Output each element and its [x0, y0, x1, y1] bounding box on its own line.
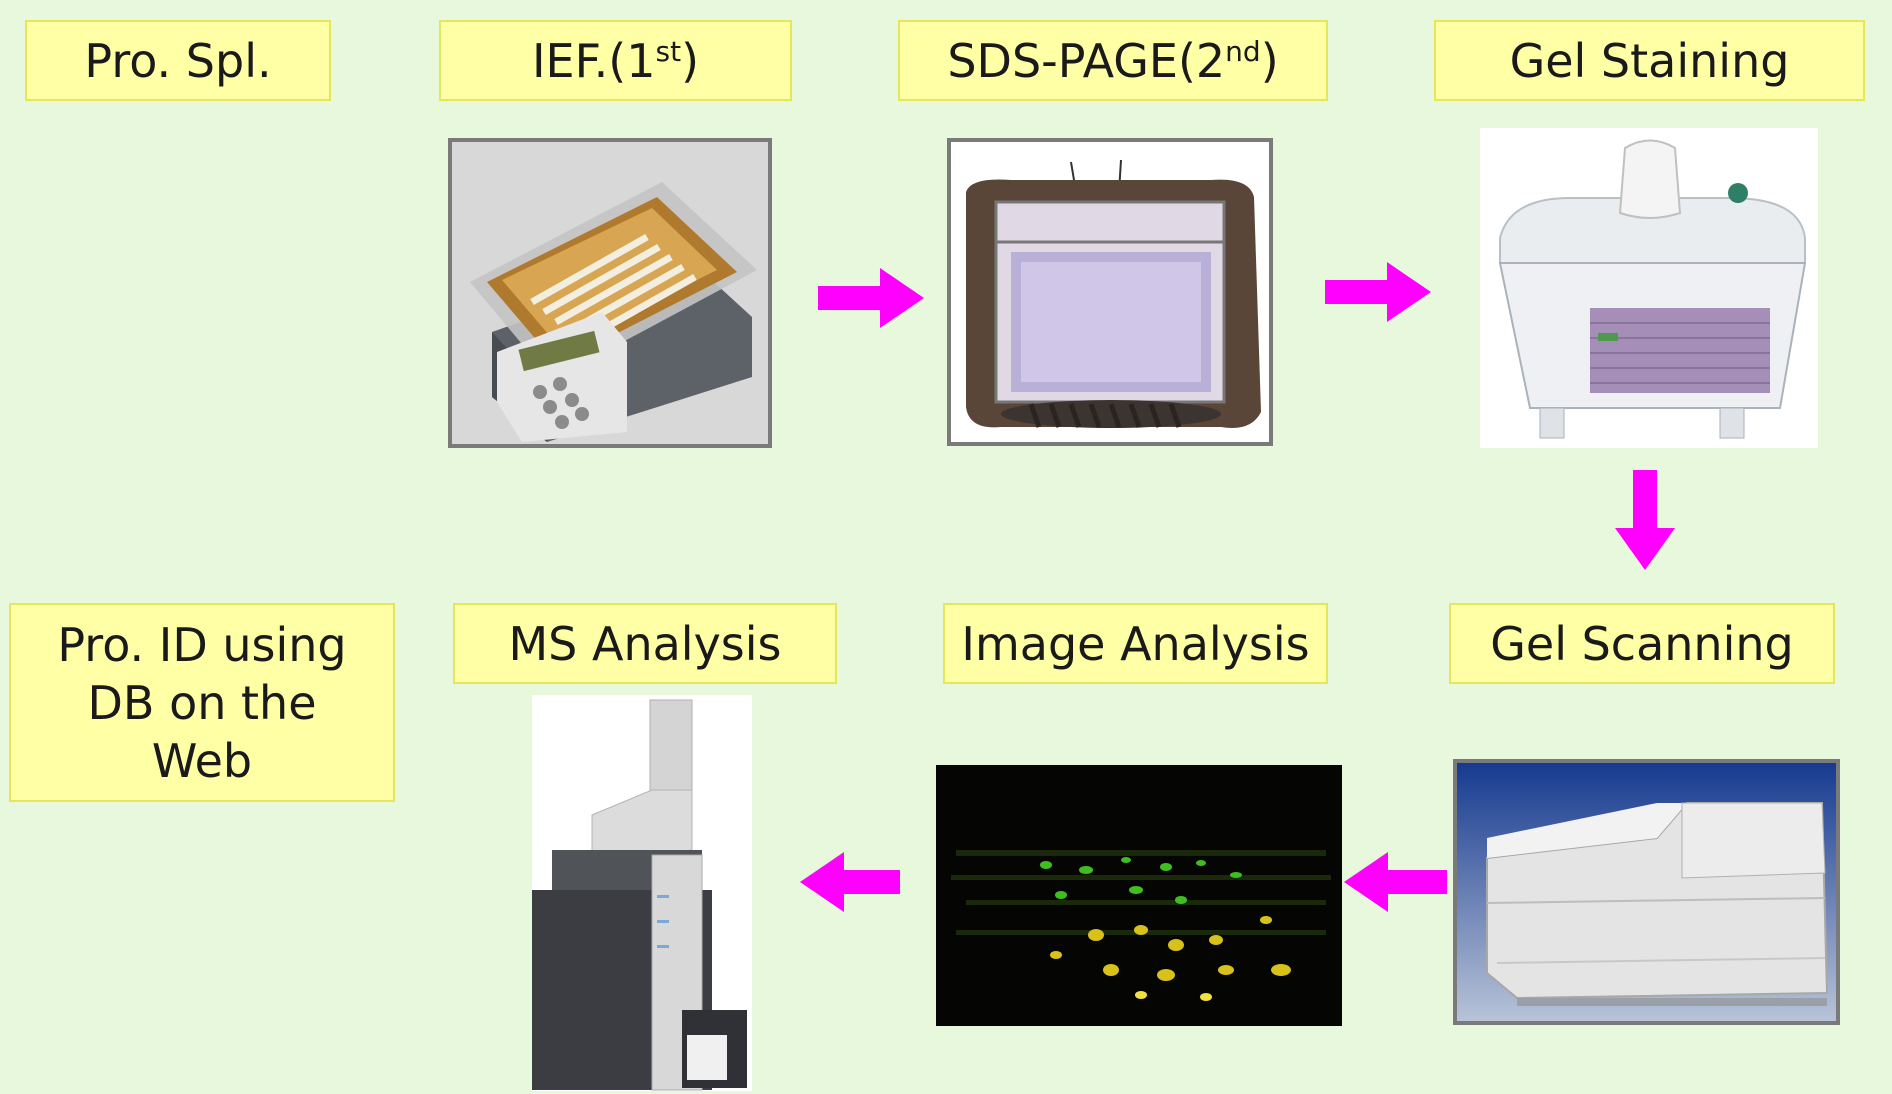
sds-page-tank-image — [947, 138, 1273, 446]
ief-instrument-icon — [452, 142, 768, 444]
2d-gel-image — [936, 765, 1342, 1026]
arrow-ief-to-sds — [818, 268, 924, 328]
gel-scanner-image — [1453, 759, 1840, 1025]
arrow-scanning-to-image — [1344, 852, 1447, 912]
gel-staining-tank-icon — [1480, 128, 1818, 448]
ief-instrument-image — [448, 138, 772, 448]
step-ms-analysis-text: MS Analysis — [508, 616, 782, 671]
gel-staining-tank-image — [1480, 128, 1818, 448]
step-sds-page-label: SDS-PAGE(2nd) — [898, 20, 1328, 101]
step-ief-label: IEF.(1st) — [439, 20, 792, 101]
arrow-staining-to-scanning — [1615, 470, 1675, 570]
2d-gel-image-icon — [936, 765, 1342, 1026]
step-sds-page-text: SDS-PAGE(2nd) — [947, 33, 1279, 88]
step-image-analysis-label: Image Analysis — [943, 603, 1328, 684]
step-gel-scanning-text: Gel Scanning — [1490, 616, 1794, 671]
step-image-analysis-text: Image Analysis — [961, 616, 1310, 671]
gel-scanner-icon — [1457, 763, 1836, 1021]
step-pro-spl-label: Pro. Spl. — [25, 20, 331, 101]
arrow-sds-to-staining — [1325, 262, 1431, 322]
step-ms-analysis-label: MS Analysis — [453, 603, 837, 684]
sds-page-tank-icon — [951, 142, 1269, 442]
step-pro-id-label: Pro. ID using DB on the Web — [9, 603, 395, 802]
arrow-image-to-ms — [800, 852, 900, 912]
step-ief-text: IEF.(1st) — [531, 33, 700, 88]
mass-spectrometer-icon — [532, 695, 752, 1091]
step-gel-staining-text: Gel Staining — [1509, 33, 1790, 88]
step-pro-spl-text: Pro. Spl. — [84, 33, 272, 88]
step-gel-staining-label: Gel Staining — [1434, 20, 1865, 101]
step-gel-scanning-label: Gel Scanning — [1449, 603, 1835, 684]
mass-spectrometer-image — [532, 695, 752, 1091]
